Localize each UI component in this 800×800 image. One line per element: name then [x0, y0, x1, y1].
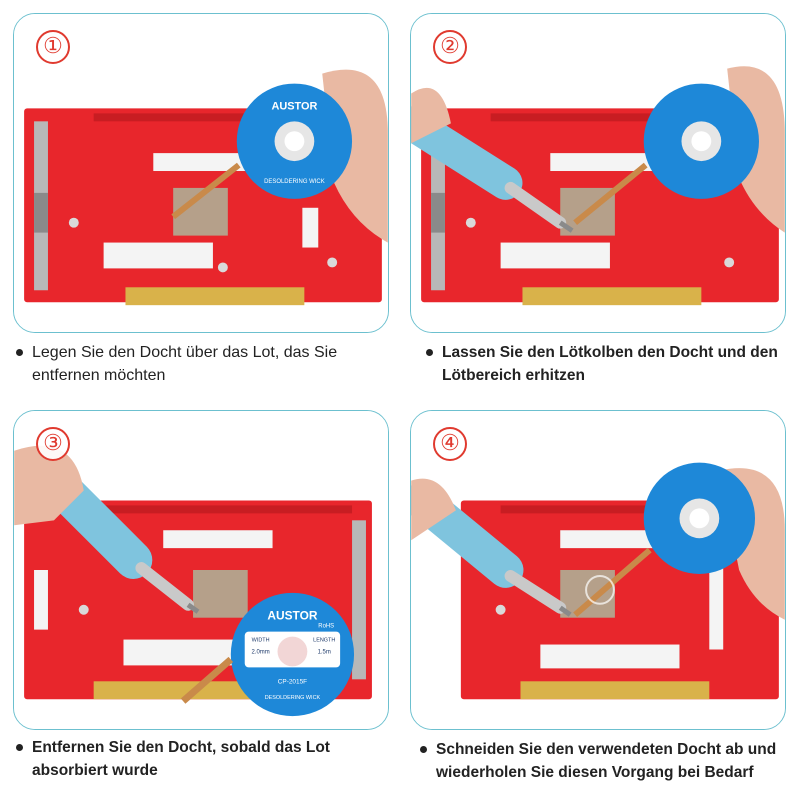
spool-rohs: RoHS — [318, 624, 334, 630]
step-image-3: AUSTOR RoHS WIDTH 2.0mm LENGTH 1.5m CP-2… — [14, 411, 388, 729]
bullet-dot-icon — [16, 349, 23, 356]
step-caption-4: Schneiden Sie den verwendeten Docht ab u… — [420, 738, 786, 784]
wick-spool: AUSTOR DESOLDERING WICK — [236, 83, 353, 199]
step-panel-3: AUSTOR RoHS WIDTH 2.0mm LENGTH 1.5m CP-2… — [13, 410, 389, 730]
step-panel-4: ④ — [410, 410, 786, 730]
bullet-dot-icon — [420, 746, 427, 753]
spool-name: DESOLDERING WICK — [265, 695, 321, 701]
step-panel-2: ② — [410, 13, 786, 333]
step-image-4 — [411, 411, 785, 729]
spool-length-value: 1.5m — [318, 649, 331, 655]
spool-width-label: WIDTH — [252, 638, 270, 644]
step-caption-3: Entfernen Sie den Docht, sobald das Lot … — [16, 736, 382, 782]
caption-text: Schneiden Sie den verwendeten Docht ab u… — [436, 741, 777, 781]
spool-brand: AUSTOR — [271, 100, 317, 112]
spool-width-value: 2.0mm — [252, 649, 270, 655]
bullet-dot-icon — [16, 744, 23, 751]
wick-spool — [643, 462, 756, 574]
step-image-1: AUSTOR DESOLDERING WICK — [14, 14, 388, 332]
step-number-2: ② — [433, 30, 467, 64]
wick-spool — [643, 83, 759, 199]
caption-text: Lassen Sie den Lötkolben den Docht und d… — [442, 344, 778, 384]
bullet-dot-icon — [426, 349, 433, 356]
hand — [14, 445, 84, 526]
step-caption-2: Lassen Sie den Lötkolben den Docht und d… — [426, 341, 792, 387]
step-number-4: ④ — [433, 427, 467, 461]
step-panel-1: AUSTOR DESOLDERING WICK ① — [13, 13, 389, 333]
step-number-3: ③ — [36, 427, 70, 461]
caption-text: Legen Sie den Docht über das Lot, das Si… — [32, 344, 338, 384]
spool-brand: AUSTOR — [267, 609, 317, 623]
caption-text: Entfernen Sie den Docht, sobald das Lot … — [32, 739, 330, 779]
step-number-1: ① — [36, 30, 70, 64]
step-image-2 — [411, 14, 785, 332]
spool-name: DESOLDERING WICK — [264, 179, 325, 185]
wick-spool: AUSTOR RoHS WIDTH 2.0mm LENGTH 1.5m CP-2… — [230, 592, 355, 717]
spool-model: CP-2015F — [278, 678, 307, 685]
spool-length-label: LENGTH — [313, 638, 335, 644]
step-caption-1: Legen Sie den Docht über das Lot, das Si… — [16, 341, 382, 387]
